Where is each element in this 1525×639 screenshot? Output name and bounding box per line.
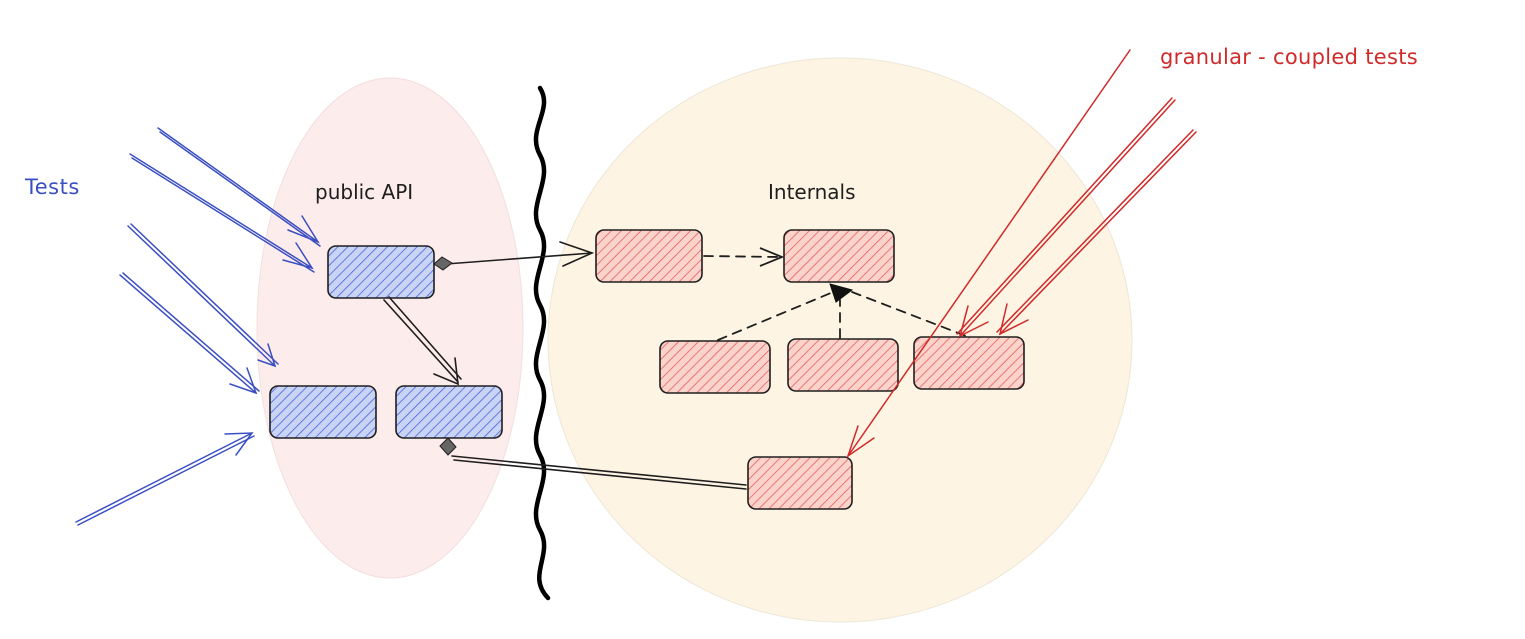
tests-arrow	[130, 223, 279, 365]
tests-arrow	[77, 435, 255, 526]
granular-tests-arrows	[846, 49, 1197, 458]
connector-api-to-internal	[445, 252, 593, 265]
internal-box-5	[913, 336, 1025, 390]
connector-api-to-internal-6	[451, 455, 747, 486]
tests-arrow-head	[224, 432, 254, 456]
composition-diamond	[433, 256, 453, 271]
public-api-box-bottom-right	[395, 385, 503, 439]
tests-arrow-head	[287, 215, 320, 244]
composition-diamond	[439, 437, 457, 456]
granular-test-arrow	[847, 49, 1131, 457]
granular-test-arrow	[956, 97, 1173, 335]
internal-box-4	[787, 338, 899, 392]
internal-box-6	[747, 456, 853, 510]
internal-box-3	[659, 340, 771, 394]
connector-api-down-parallel	[388, 296, 462, 380]
granular-test-arrow	[999, 131, 1197, 335]
tests-arrow	[129, 153, 313, 269]
tests-label: Tests	[25, 175, 80, 199]
dependency-line	[703, 255, 781, 258]
internal-box-1	[595, 229, 703, 283]
granular-test-arrow	[959, 99, 1176, 337]
dependency-line	[851, 291, 967, 337]
public-api-box-top	[327, 245, 435, 299]
internal-dependencies	[703, 255, 967, 341]
dependency-arrowhead	[759, 247, 785, 267]
internals-label: Internals	[768, 180, 856, 204]
connector-arrowhead	[559, 241, 595, 267]
internal-box-2	[783, 229, 895, 283]
tests-arrow	[75, 432, 253, 523]
tests-arrow-head	[257, 343, 277, 368]
tests-arrow-head	[282, 242, 314, 270]
public-api-region	[256, 77, 524, 579]
dependency-arrowhead	[829, 283, 854, 303]
wavy-divider	[533, 85, 551, 601]
tests-arrow	[122, 272, 260, 392]
dependency-line	[717, 289, 839, 341]
public-api-label: public API	[315, 180, 414, 204]
tests-arrow	[159, 131, 321, 247]
tests-arrow	[157, 127, 319, 243]
granular-tests-label: granular - coupled tests	[1160, 45, 1418, 69]
granular-test-arrow-head	[958, 305, 989, 338]
tests-arrow-head	[229, 367, 258, 395]
granular-test-arrow-head	[998, 303, 1029, 336]
public-api-box-bottom-left	[269, 385, 377, 439]
granular-test-arrow-head	[846, 425, 875, 458]
tests-arrow	[131, 157, 315, 273]
connector-api-to-internal-6-parallel	[453, 459, 747, 490]
tests-arrow	[119, 274, 257, 394]
connector-api-down	[383, 299, 459, 383]
connector-arrowhead	[433, 357, 459, 386]
tests-arrow	[127, 225, 276, 367]
granular-test-arrow	[996, 129, 1194, 333]
tests-arrows	[75, 127, 321, 526]
connectors	[383, 241, 747, 490]
